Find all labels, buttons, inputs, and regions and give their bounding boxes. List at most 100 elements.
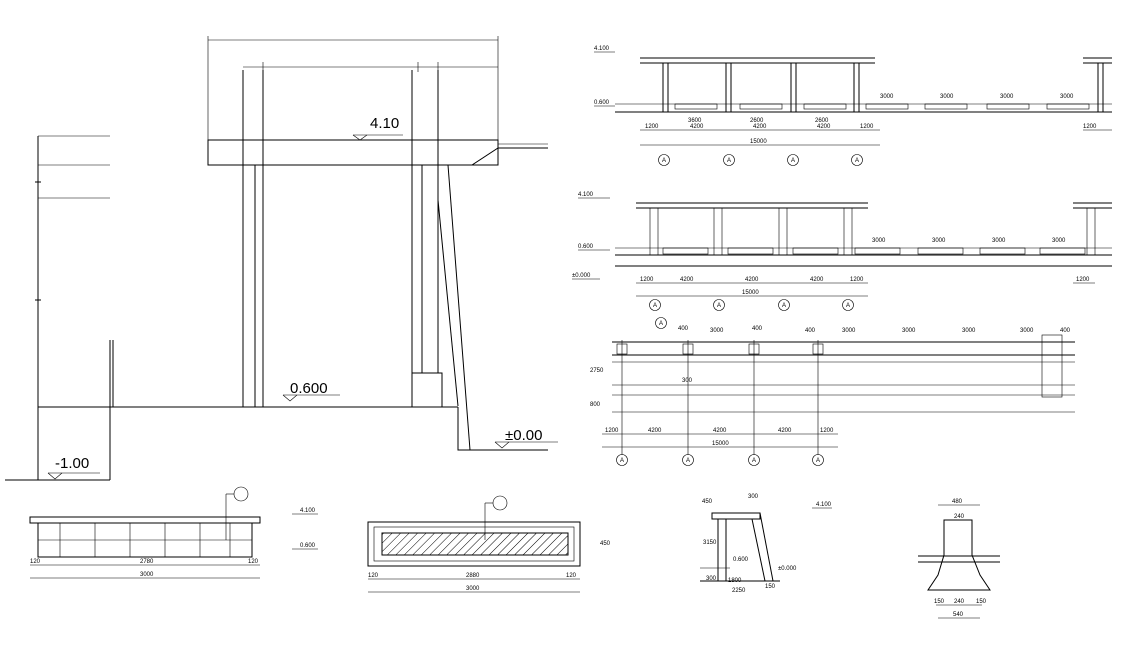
elev-main-top: 4.10: [370, 115, 399, 132]
e2-dim-seg-1: 3000: [872, 238, 886, 244]
e1-dim-bay-3: 4200: [817, 124, 831, 130]
plan-axis-2: A: [686, 458, 690, 464]
top-dim-450: 450: [600, 541, 611, 547]
e1-dim-end-right: 1200: [860, 124, 874, 130]
plan-dim-seg-1: 3000: [710, 328, 724, 334]
e1-elev-top: 4.100: [594, 46, 610, 52]
sec-dim-150: 150: [765, 584, 776, 590]
plan-dim-post-4: 400: [1060, 328, 1071, 334]
sec-dim-2250: 2250: [732, 588, 746, 594]
plan-dim-seg-4: 3000: [962, 328, 976, 334]
e1-dim-seg-2: 3000: [940, 94, 954, 100]
e1-dim-end-far: 1200: [1083, 124, 1097, 130]
plan-dim-end-right: 1200: [820, 428, 834, 434]
e2-axis-1: A: [653, 303, 657, 309]
e2-axis-2: A: [717, 303, 721, 309]
e1-axis-3: A: [791, 158, 795, 164]
plan-dim-end-left: 1200: [605, 428, 619, 434]
plan-axis-1: A: [620, 458, 624, 464]
plan-dim-2750: 2750: [590, 368, 604, 374]
e2-dim-seg-3: 3000: [992, 238, 1006, 244]
foot-dim-540: 540: [953, 612, 964, 618]
sec-dim-450: 450: [702, 499, 713, 505]
plan-dim-300: 300: [682, 378, 693, 384]
foot-dim-480: 480: [952, 499, 963, 505]
top-dim-120-right: 120: [566, 573, 577, 579]
top-dim-2880: 2880: [466, 573, 480, 579]
sec-elev-top: 4.100: [816, 502, 832, 508]
bench-elev-top: 4.100: [300, 508, 316, 514]
front-elevation-lower: 4.100 0.600 ±0.000 1200 4200 4200 4200 1…: [572, 192, 1112, 311]
sec-dim-300: 300: [748, 494, 759, 500]
plan-dim-bay-2: 4200: [713, 428, 727, 434]
bench-dim-2780: 2780: [140, 559, 154, 565]
e1-dim-seg-3: 3000: [1000, 94, 1014, 100]
e2-dim-total: 15000: [742, 290, 759, 296]
e1-dim-bay-2: 4200: [753, 124, 767, 130]
e2-axis-3: A: [782, 303, 786, 309]
bench-elev-low: 0.600: [300, 543, 316, 549]
plan-axis-4: A: [816, 458, 820, 464]
foot-dim-240-top: 240: [954, 514, 965, 520]
plan-dim-post-1: 400: [678, 326, 689, 332]
e2-dim-bay-1: 4200: [680, 277, 694, 283]
e1-dim-total: 15000: [750, 139, 767, 145]
bench-plan-detail: 120 2880 120 3000 450: [367, 495, 611, 593]
main-section-view: 4.10 0.600 ±0.00 -1.00: [5, 36, 558, 481]
e2-dim-end-far: 1200: [1076, 277, 1090, 283]
plan-dim-seg-2: 3000: [842, 328, 856, 334]
e2-dim-end-right: 1200: [850, 277, 864, 283]
e1-dim-2600-b: 2600: [815, 118, 829, 124]
e2-dim-end-left: 1200: [640, 277, 654, 283]
plan-dim-800: 800: [590, 402, 601, 408]
sec-dim-300-b: 300: [706, 576, 717, 582]
elev-main-ground: ±0.00: [505, 427, 542, 444]
plan-dim-total: 15000: [712, 441, 729, 447]
foot-dim-240: 240: [954, 599, 965, 605]
plan-dim-post-3: 400: [805, 328, 816, 334]
e2-dim-bay-3: 4200: [810, 277, 824, 283]
plan-axis-3: A: [752, 458, 756, 464]
e2-axis-4: A: [846, 303, 850, 309]
e1-axis-2: A: [727, 158, 731, 164]
elev-main-mid: 0.600: [290, 380, 328, 397]
plan-dim-bay-3: 4200: [778, 428, 792, 434]
e1-dim-3600: 3600: [688, 118, 702, 124]
e2-elev-top: 4.100: [578, 192, 594, 198]
e2-dim-bay-2: 4200: [745, 277, 759, 283]
plan-dim-seg-3: 3000: [902, 328, 916, 334]
sec-elev-mid: 0.600: [733, 557, 749, 563]
top-dim-3000: 3000: [466, 586, 480, 592]
top-dim-120-left: 120: [368, 573, 379, 579]
plan-axis-top: A: [659, 321, 663, 327]
e2-dim-seg-2: 3000: [932, 238, 946, 244]
plan-dim-post-2: 400: [752, 326, 763, 332]
foot-dim-150: 150: [934, 599, 945, 605]
small-section-detail: 4.100 0.600 ±0.000 450 300 1800 2250 315…: [700, 494, 832, 594]
front-elevation-upper: 4.100 0.600 1200 4200 4200 4200 1200 150…: [594, 46, 1112, 166]
foot-dim-150-b: 150: [976, 599, 987, 605]
e1-axis-4: A: [855, 158, 859, 164]
bench-dim-3000: 3000: [140, 572, 154, 578]
e1-dim-2600-a: 2600: [750, 118, 764, 124]
bench-dim-120-left: 120: [30, 559, 41, 565]
sec-dim-1800: 1800: [728, 578, 742, 584]
e1-dim-end-left: 1200: [645, 124, 659, 130]
e2-elev-low: 0.600: [578, 244, 594, 250]
e2-elev-ground: ±0.000: [572, 273, 591, 279]
plan-dim-seg-5: 3000: [1020, 328, 1034, 334]
e1-dim-bay-1: 4200: [690, 124, 704, 130]
e1-axis-1: A: [662, 158, 666, 164]
plan-dim-bay-1: 4200: [648, 428, 662, 434]
e2-dim-seg-4: 3000: [1052, 238, 1066, 244]
sec-dim-3150: 3150: [703, 540, 717, 546]
plan-view: 1200 4200 4200 4200 1200 15000 400 3000 …: [590, 317, 1075, 466]
e1-dim-seg-1: 3000: [880, 94, 894, 100]
sec-elev-ground: ±0.000: [778, 566, 797, 572]
e1-dim-seg-4: 3000: [1060, 94, 1074, 100]
elev-main-low: -1.00: [55, 455, 89, 472]
bench-dim-120-right: 120: [248, 559, 259, 565]
bench-elevation-detail: 120 2780 120 3000 4.100 0.600: [29, 486, 318, 579]
footing-detail: 480 240 150 240 150 540: [918, 499, 1000, 619]
